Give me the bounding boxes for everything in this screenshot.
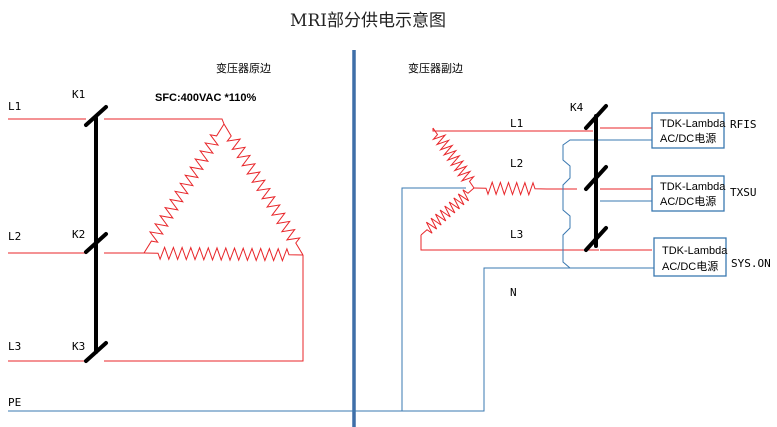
supply-2-output-label: TXSU [730,186,757,199]
delta-coil-right [223,123,304,256]
switch-k4-label: K4 [570,101,584,114]
supply-3-model: TDK-Lambda [662,245,728,257]
pe-neutral-wire [8,267,656,412]
switch-k3-blade [84,341,108,363]
supply-3-type: AC/DC电源 [662,259,718,273]
star-coil-l1 [431,127,476,189]
switch-k4-blade-3 [584,226,608,252]
supply-1-output-label: RFIS [730,118,757,131]
supply-2-type: AC/DC电源 [660,194,716,208]
primary-switch-k1-k3 [84,105,108,363]
switch-k2-blade [84,232,108,254]
power-supply-1: TDK-Lambda AC/DC电源 RFIS [651,112,757,149]
neutral-label: N [510,286,517,299]
input-l2-label: L2 [8,230,21,243]
secondary-l1-label: L1 [510,117,523,130]
secondary-switch-k4 [584,104,608,252]
power-supply-3: TDK-Lambda AC/DC电源 SYS.ON [653,237,771,277]
switch-k4-blade-1 [584,104,608,130]
star-coil-l3 [420,187,475,236]
diagram-title: MRI部分供电示意图 [290,11,446,31]
supply-1-model: TDK-Lambda [660,118,726,130]
supply-3-output-label: SYS.ON [731,257,771,270]
power-supply-2: TDK-Lambda AC/DC电源 TXSU [651,175,757,212]
switch-k2-label: K2 [72,228,85,241]
primary-side-label: 变压器原边 [216,61,271,75]
delta-coil-left [143,123,225,254]
supply-3-box [653,237,727,277]
l1-primary-wire [104,118,225,125]
pe-label: PE [8,396,21,409]
secondary-l2-label: L2 [510,157,523,170]
secondary-l1-wire [432,128,593,132]
secondary-star-winding [420,127,652,251]
secondary-l3-wire [420,235,599,251]
switch-k1-blade [84,105,108,127]
star-point-ground-wire [401,187,466,411]
switch-k1-label: K1 [72,88,85,101]
input-l1-label: L1 [8,100,21,113]
switch-k4-blade-2 [584,165,608,191]
secondary-l3-label: L3 [510,228,523,241]
supply-1-type: AC/DC电源 [660,131,716,145]
delta-coil-bottom [143,245,304,263]
supply-return-wire [562,139,656,269]
secondary-side-label: 变压器副边 [408,61,463,75]
star-coil-l2 [473,180,548,197]
supply-1-box [651,112,725,149]
primary-input-wires [8,118,304,362]
l3-primary-wire [104,255,304,362]
primary-delta-winding [143,123,304,263]
supply-2-box [651,175,725,212]
supply-2-model: TDK-Lambda [660,181,726,193]
switch-k3-label: K3 [72,340,85,353]
input-l3-label: L3 [8,340,21,353]
spec-label: SFC:400VAC *110% [155,92,257,104]
neutral-and-pe-wires [8,139,656,412]
